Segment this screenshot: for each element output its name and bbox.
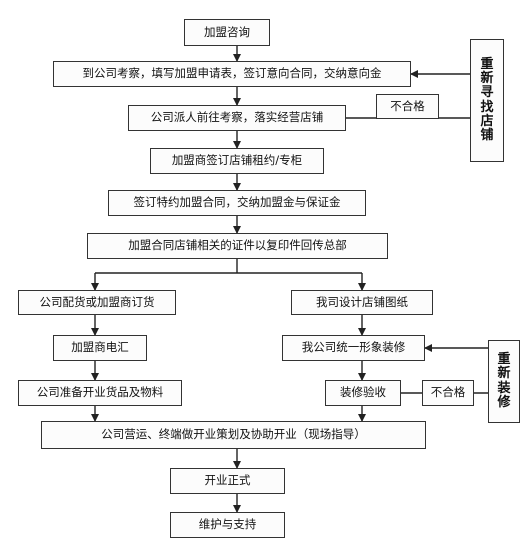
node-sign-contract: 签订特约加盟合同，交纳加盟金与保证金 bbox=[108, 190, 366, 216]
node-return-docs: 加盟合同店铺相关的证件以复印件回传总部 bbox=[87, 233, 388, 259]
node-goods-supply: 公司配货或加盟商订货 bbox=[18, 290, 176, 315]
node-lease-store: 加盟商签订店铺租约/专柜 bbox=[150, 148, 324, 174]
node-maintenance-support: 维护与支持 bbox=[170, 512, 285, 538]
node-unified-decoration: 我公司统一形象装修 bbox=[282, 335, 425, 361]
label-redecorate: 重新装修 bbox=[488, 340, 520, 423]
node-prepare-goods: 公司准备开业货品及物料 bbox=[18, 380, 182, 406]
node-design-store: 我司设计店铺图纸 bbox=[291, 290, 433, 315]
label-find-store-again: 重新寻找店铺 bbox=[470, 39, 504, 162]
node-visit-company: 到公司考察，填写加盟申请表，签订意向合同，交纳意向金 bbox=[53, 61, 411, 87]
node-franchisee-remit: 加盟商电汇 bbox=[53, 335, 147, 361]
node-decoration-acceptance: 装修验收 bbox=[325, 380, 401, 406]
label-not-qualified-bottom: 不合格 bbox=[422, 380, 474, 406]
node-official-opening: 开业正式 bbox=[170, 468, 285, 494]
label-not-qualified-top: 不合格 bbox=[376, 94, 439, 119]
node-franchise-consult: 加盟咨询 bbox=[184, 19, 270, 46]
node-company-inspect: 公司派人前往考察，落实经营店铺 bbox=[128, 105, 346, 131]
node-operation-planning: 公司营运、终端做开业策划及协助开业（现场指导） bbox=[41, 421, 426, 449]
